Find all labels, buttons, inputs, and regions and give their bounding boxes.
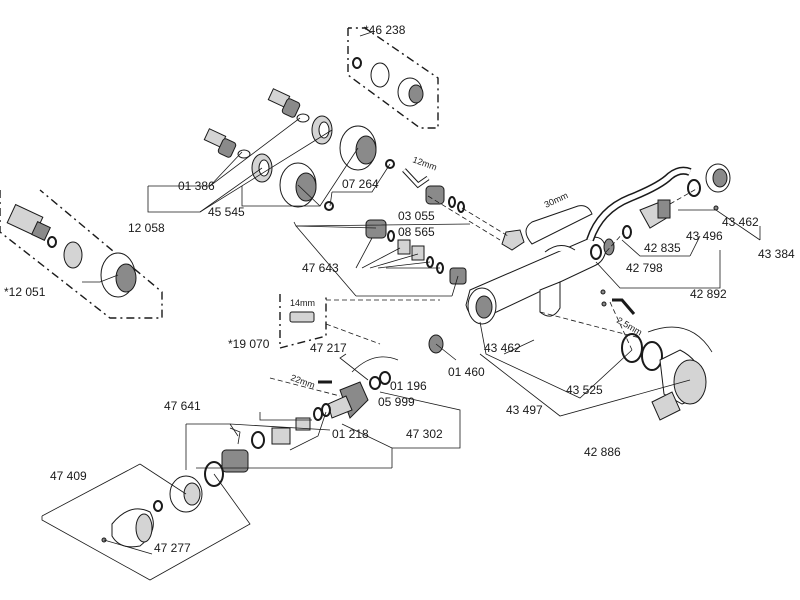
tool-label-30mm: 30mm xyxy=(543,190,570,210)
label-42798: 42 798 xyxy=(626,261,663,275)
label-43462-lower: 43 462 xyxy=(484,341,521,355)
label-47217: 47 217 xyxy=(310,341,347,355)
label-01196: 01 196 xyxy=(390,379,427,393)
mixer-body xyxy=(465,236,607,325)
tool-label-14mm: 14mm xyxy=(290,298,315,308)
connector-hose xyxy=(586,166,692,242)
leader-lines xyxy=(41,117,761,581)
label-05999: 05 999 xyxy=(378,395,415,409)
label-43525: 43 525 xyxy=(566,383,603,397)
label-42886: 42 886 xyxy=(584,445,621,459)
label-45545: 45 545 xyxy=(208,205,245,219)
label-47641: 47 641 xyxy=(164,399,201,413)
kit-box-19070 xyxy=(279,294,327,349)
hex-key-2_5mm xyxy=(600,289,636,315)
label-47643: 47 643 xyxy=(302,261,339,275)
label-43496: 43 496 xyxy=(686,229,723,243)
label-12058: 12 058 xyxy=(128,221,165,235)
hex-key-14mm xyxy=(289,311,315,323)
label-47409: 47 409 xyxy=(50,469,87,483)
label-43384: 43 384 xyxy=(758,247,795,261)
label-03055: 03 055 xyxy=(398,209,435,223)
label-43462-upper: 43 462 xyxy=(722,215,759,229)
nut-30mm xyxy=(501,229,525,251)
right-valve-parts xyxy=(590,163,731,260)
label-08565: 08 565 xyxy=(398,225,435,239)
label-07264: 07 264 xyxy=(342,177,379,191)
label-43497: 43 497 xyxy=(506,403,543,417)
valve-stack-parts xyxy=(365,185,467,285)
tool-label-12mm: 12mm xyxy=(411,154,438,172)
hex-key-12mm xyxy=(402,168,430,189)
cartridge-parts xyxy=(101,334,444,548)
label-47277: 47 277 xyxy=(154,541,191,555)
label-42835: 42 835 xyxy=(644,241,681,255)
label-46238: *46 238 xyxy=(364,23,406,37)
washers-small xyxy=(324,159,395,211)
label-42892: 42 892 xyxy=(690,287,727,301)
kit-12051-parts xyxy=(6,203,137,298)
temperature-handle xyxy=(621,326,713,421)
wrench-30mm xyxy=(525,205,593,245)
label-47302: 47 302 xyxy=(406,427,443,441)
label-12051: *12 051 xyxy=(4,285,46,299)
label-01460: 01 460 xyxy=(448,365,485,379)
label-01218: 01 218 xyxy=(332,427,369,441)
label-19070: *19 070 xyxy=(228,337,270,351)
kit-46238-parts xyxy=(352,57,424,107)
label-01386: 01 386 xyxy=(178,179,215,193)
kit-box-46238 xyxy=(347,27,439,129)
part-labels: *46 238 *12 051 01 386 12 058 45 545 07 … xyxy=(4,23,795,555)
inlet-connector-upper xyxy=(203,88,310,159)
tool-label-22mm: 22mm xyxy=(289,372,316,390)
